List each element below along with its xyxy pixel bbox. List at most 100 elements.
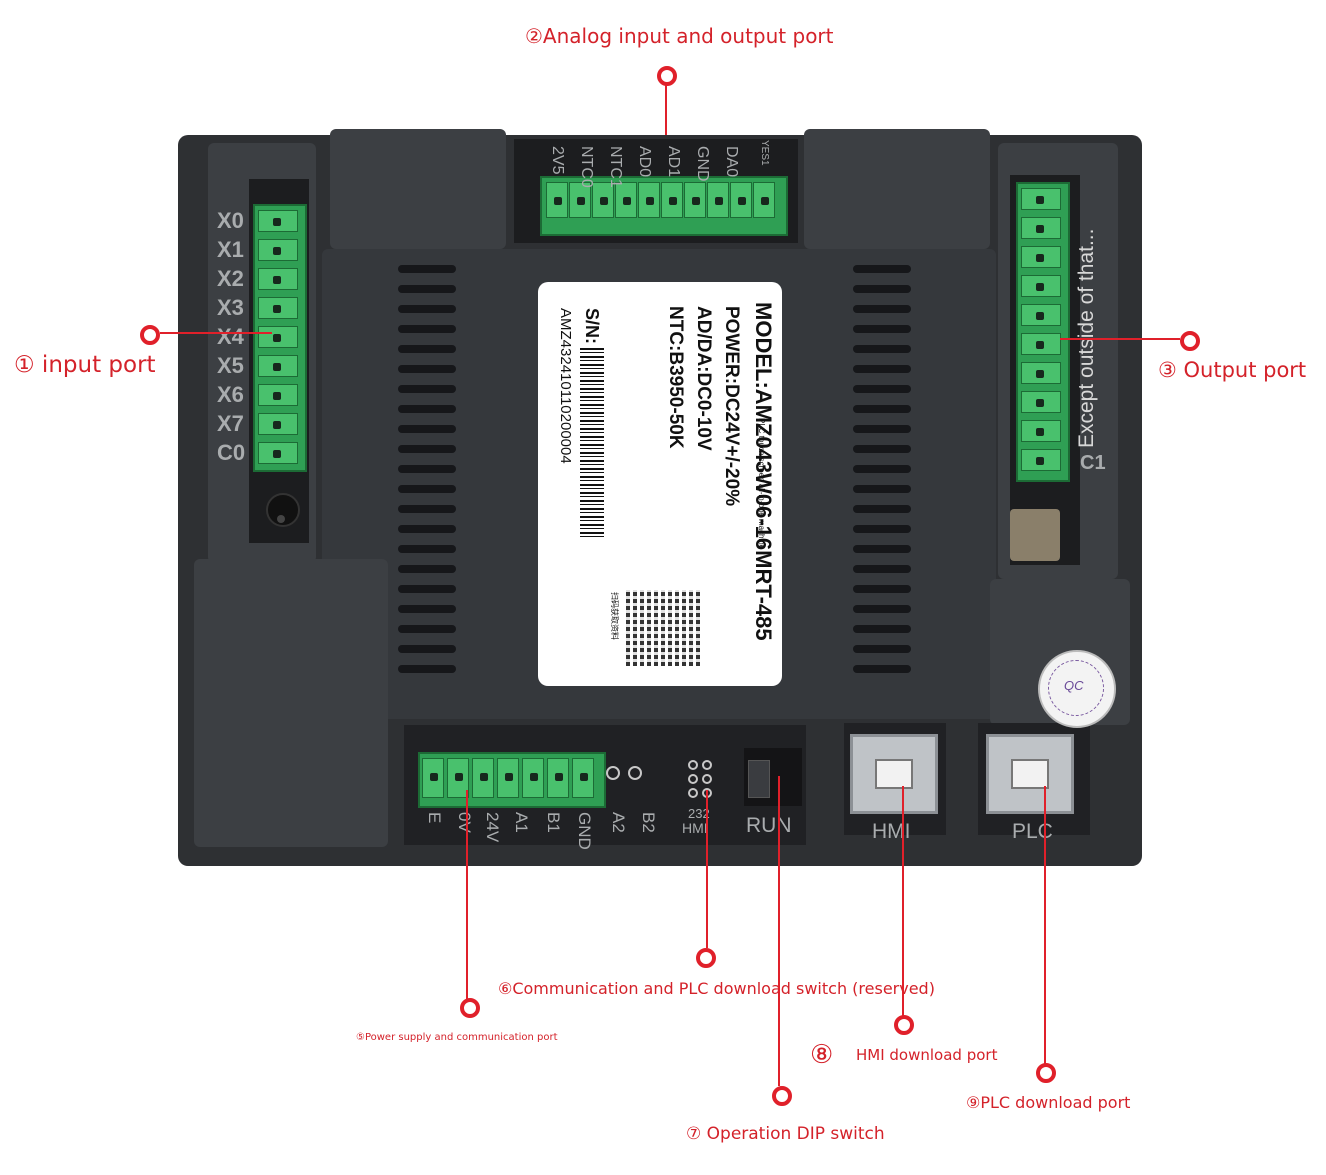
sticker-subtitle: PLC touch screen all-in-one machine — [757, 418, 766, 550]
hmi-download-callout-number: ⑧ — [810, 1040, 834, 1070]
analog-panel-cover-left — [330, 129, 506, 249]
input-terminal-cell[interactable] — [258, 268, 298, 290]
output-terminal-cell[interactable] — [1021, 333, 1061, 355]
vent-slot-right — [853, 485, 911, 493]
analog-terminal-cell[interactable] — [684, 182, 706, 218]
input-terminal-cell[interactable] — [258, 210, 298, 232]
dip-switch-callout: ⑦ Operation DIP switch — [686, 1124, 885, 1144]
power-terminal-label: E — [425, 812, 444, 824]
power-terminal-cell[interactable] — [472, 758, 494, 798]
analog-label: AD0 — [636, 146, 653, 178]
vent-slot-left — [398, 445, 456, 453]
analog-terminal-cell[interactable] — [730, 182, 752, 218]
power-terminal-label: B2 — [639, 812, 658, 833]
dip-switch-callout-dot — [772, 1086, 792, 1106]
analog-terminal-cell[interactable] — [661, 182, 683, 218]
power-terminal-label: A2 — [609, 812, 628, 833]
analog-port-callout-dot — [657, 66, 677, 86]
vent-slot-right — [853, 305, 911, 313]
analog-terminal-cell[interactable] — [592, 182, 614, 218]
vent-slot-left — [398, 285, 456, 293]
analog-terminal-cell[interactable] — [569, 182, 591, 218]
analog-label: 2V5 — [549, 146, 566, 175]
vent-slot-left — [398, 405, 456, 413]
plc-download-callout: ⑨PLC download port — [966, 1093, 1131, 1112]
analog-terminal-cell[interactable] — [638, 182, 660, 218]
output-terminal-cell[interactable] — [1021, 391, 1061, 413]
analog-terminal-cell[interactable] — [546, 182, 568, 218]
input-label: X7 — [217, 411, 244, 436]
vent-slot-left — [398, 385, 456, 393]
input-label: C0 — [217, 440, 246, 465]
run-dip-slider[interactable] — [748, 760, 770, 798]
vent-slot-right — [853, 605, 911, 613]
input-label: X5 — [217, 353, 244, 378]
hmi-usb-port[interactable] — [850, 734, 938, 814]
power-terminal-cell[interactable] — [422, 758, 444, 798]
analog-terminal-cell[interactable] — [615, 182, 637, 218]
power-port-callout: ⑤Power supply and communication port — [356, 1032, 558, 1043]
power-terminal-cell[interactable] — [497, 758, 519, 798]
vent-slot-left — [398, 325, 456, 333]
plc-usb-label: PLC — [1012, 820, 1053, 843]
power-terminal-cell[interactable] — [522, 758, 544, 798]
comm-switch-callout: ⑥Communication and PLC download switch (… — [498, 979, 935, 998]
qc-stamp-text: QC — [1064, 678, 1084, 693]
dip-switch-callout-line — [778, 776, 780, 1086]
plc-usb-port[interactable] — [986, 734, 1074, 814]
sticker-ntc: NTC:B3950-50K — [665, 306, 686, 449]
vent-slot-left — [398, 645, 456, 653]
input-port-callout-line — [160, 332, 272, 334]
plc-download-callout-line — [1044, 786, 1046, 1064]
analog-panel-cover-right — [804, 129, 990, 249]
output-terminal-cell[interactable] — [1021, 449, 1061, 471]
input-terminal-cell[interactable] — [258, 297, 298, 319]
header-pin — [702, 760, 712, 770]
vent-slot-left — [398, 585, 456, 593]
vent-slot-left — [398, 525, 456, 533]
jumper-pin-a — [606, 766, 620, 780]
lower-left-block — [194, 559, 388, 847]
vent-slot-right — [853, 365, 911, 373]
hmi-download-callout-dot — [894, 1015, 914, 1035]
output-terminal-cell[interactable] — [1021, 362, 1061, 384]
vent-slot-right — [853, 625, 911, 633]
switch-hmi-label: HMI — [682, 820, 708, 836]
power-port-callout-line — [466, 790, 468, 1002]
vent-slot-left — [398, 625, 456, 633]
input-terminal-cell[interactable] — [258, 413, 298, 435]
vent-slot-right — [853, 565, 911, 573]
analog-terminal-cell[interactable] — [753, 182, 775, 218]
power-terminal-cell[interactable] — [447, 758, 469, 798]
input-label: X2 — [217, 266, 244, 291]
input-port-callout: ① input port — [14, 352, 156, 378]
switch-232-label: 232 — [688, 806, 710, 821]
power-terminal-label: 0V — [455, 812, 474, 833]
power-terminal-cell[interactable] — [547, 758, 569, 798]
vent-slot-right — [853, 465, 911, 473]
input-label: X1 — [217, 237, 244, 262]
output-terminal-cell[interactable] — [1021, 420, 1061, 442]
sticker-qr-overlay — [626, 590, 702, 666]
sticker-adda: AD/DA:DC0-10V — [693, 306, 714, 451]
analog-label: DA0 — [723, 146, 740, 178]
vent-slot-left — [398, 485, 456, 493]
output-terminal-cell[interactable] — [1021, 304, 1061, 326]
power-terminal-cell[interactable] — [572, 758, 594, 798]
output-terminal-cell[interactable] — [1021, 217, 1061, 239]
input-terminal-cell[interactable] — [258, 442, 298, 464]
vent-slot-right — [853, 385, 911, 393]
output-terminal-cell[interactable] — [1021, 188, 1061, 210]
output-terminal-cell[interactable] — [1021, 246, 1061, 268]
output-terminal-cell[interactable] — [1021, 275, 1061, 297]
sticker-sn-label: S/N: — [582, 308, 602, 344]
vent-slot-left — [398, 425, 456, 433]
input-terminal-cell[interactable] — [258, 239, 298, 261]
input-terminal-cell[interactable] — [258, 355, 298, 377]
input-terminal-cell[interactable] — [258, 384, 298, 406]
input-label: X6 — [217, 382, 244, 407]
input-terminal-cell[interactable] — [258, 326, 298, 348]
vent-slot-right — [853, 505, 911, 513]
analog-terminal-cell[interactable] — [707, 182, 729, 218]
power-terminal-label: 24V — [483, 812, 502, 843]
